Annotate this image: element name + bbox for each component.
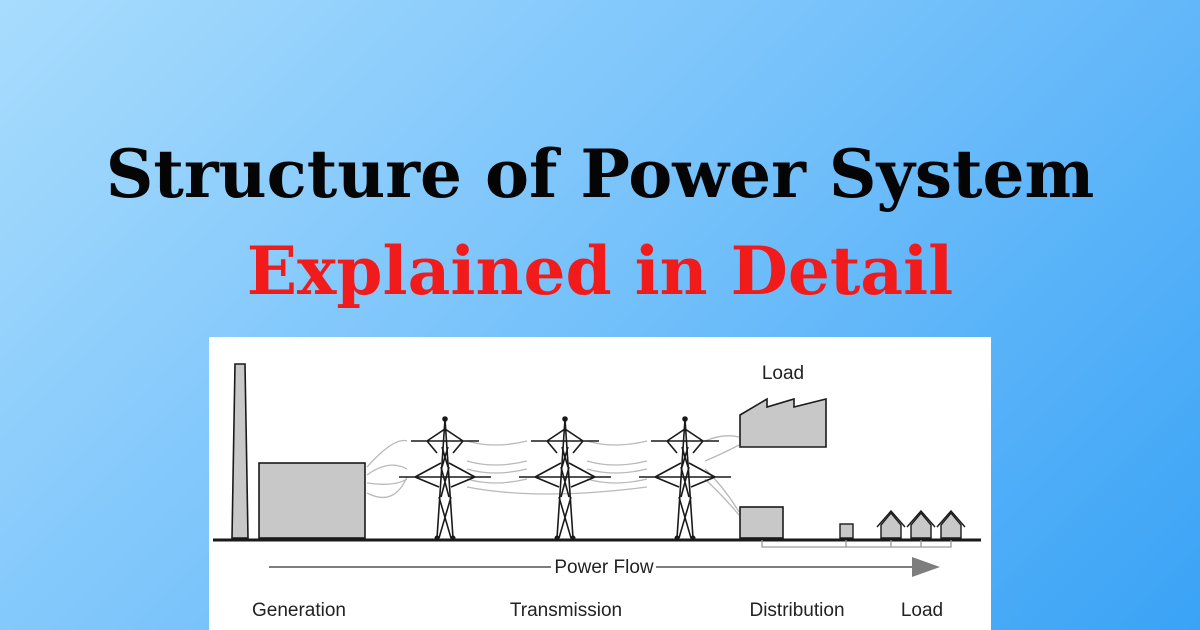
stage-label-generation: Generation <box>252 600 346 621</box>
diagram-canvas: Power Flow Load Generation Transmission … <box>213 363 981 621</box>
house-icon <box>936 509 966 539</box>
distribution-transformer <box>839 523 854 539</box>
tower-base-dots <box>434 535 696 541</box>
transmission-tower-icon <box>399 416 491 539</box>
generation-plant <box>258 462 366 539</box>
stage-label-transmission: Transmission <box>510 600 622 621</box>
page-subtitle: Explained in Detail <box>246 232 954 310</box>
house-icon <box>906 509 936 539</box>
transmission-wires <box>366 435 740 516</box>
house-icon <box>876 509 906 539</box>
factory-icon <box>739 397 827 448</box>
distribution-substation <box>739 506 784 539</box>
transmission-tower-icon <box>519 416 611 539</box>
transmission-tower-icon <box>639 416 731 539</box>
smokestack-icon <box>231 363 249 539</box>
stage-label-distribution: Distribution <box>749 600 844 621</box>
power-system-diagram: Power Flow Load Generation Transmission … <box>209 337 991 630</box>
distribution-lines <box>761 540 952 548</box>
power-flow-label: Power Flow <box>554 557 654 578</box>
top-load-label: Load <box>762 363 804 384</box>
page-title: Structure of Power System <box>105 135 1095 213</box>
stage-label-load: Load <box>901 600 943 621</box>
